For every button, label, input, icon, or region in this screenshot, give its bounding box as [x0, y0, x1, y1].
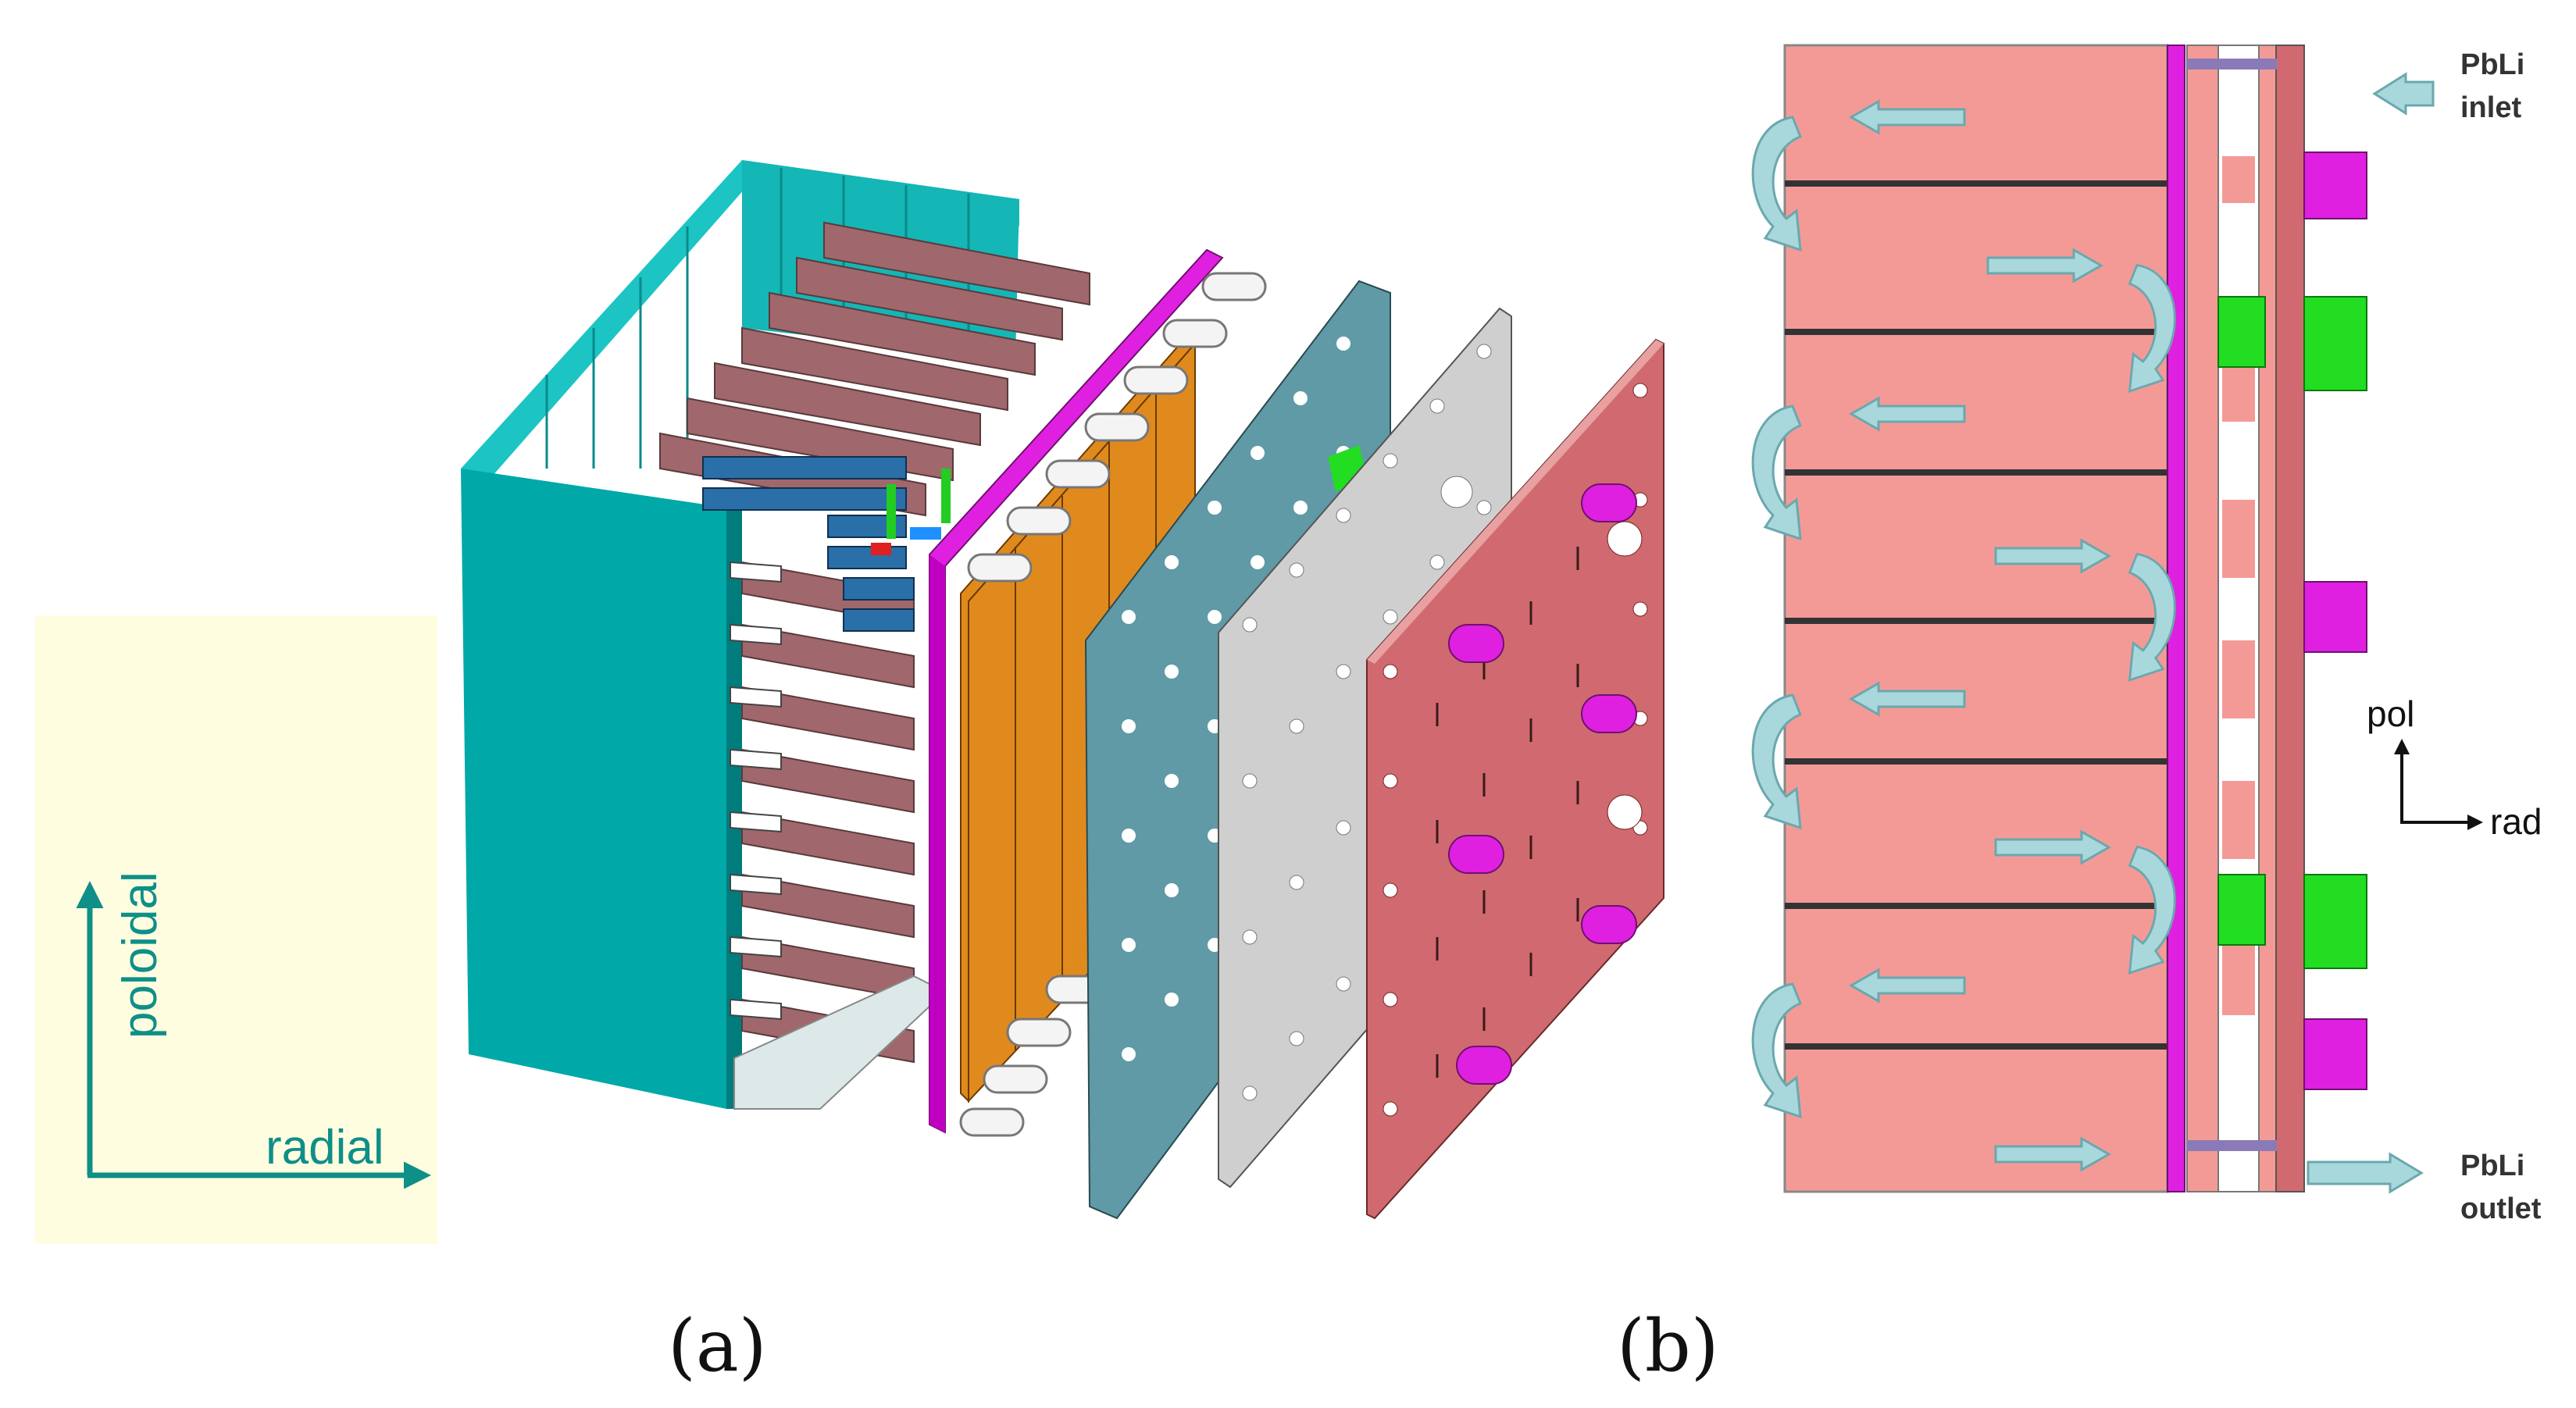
flow-arrows [1848, 72, 2435, 1194]
panel-a: poloidal radial [35, 160, 1664, 1388]
green-outlets [2217, 296, 2367, 969]
manifold-purple-bars [2187, 59, 2277, 1151]
axis-legend-box [35, 615, 437, 1244]
inlet-label-line2: inlet [2460, 91, 2521, 124]
radial-label: radial [266, 1121, 384, 1175]
manifold-strip-2 [2217, 45, 2260, 1192]
poloidal-label: poloidal [113, 872, 167, 1039]
back-box [461, 160, 1019, 1109]
box-floor [733, 975, 947, 1110]
inlet-label-line1: PbLi [2460, 48, 2524, 81]
outlet-label-line1: PbLi [2460, 1150, 2524, 1182]
pol-label: pol [2367, 693, 2414, 734]
red-plate-holes [1383, 383, 1648, 1117]
magenta-outlets [2303, 151, 2367, 1090]
manifold-strip-3 [2258, 45, 2277, 1192]
magenta-pipe-stubs [1448, 483, 1637, 1085]
outlet-label-line2: outlet [2460, 1192, 2542, 1225]
red-back-wall [2275, 45, 2305, 1192]
manifold-fill-blocks [2222, 156, 2255, 1015]
stiffening-plate-lines [1785, 180, 2175, 1050]
cooling-tubes [702, 456, 915, 632]
red-plate-slots [1436, 547, 1579, 1078]
rad-label: rad [2490, 801, 2542, 842]
panel-b: PbLi inlet PbLi outlet pol rad (b) [1617, 44, 2542, 1388]
white-plate-edges [730, 561, 782, 1021]
caption-b: (b) [1617, 1304, 1719, 1388]
caption-a: (a) [668, 1304, 767, 1388]
manifold-strip-1 [2186, 45, 2219, 1192]
pipe-stubs [959, 272, 1267, 1137]
